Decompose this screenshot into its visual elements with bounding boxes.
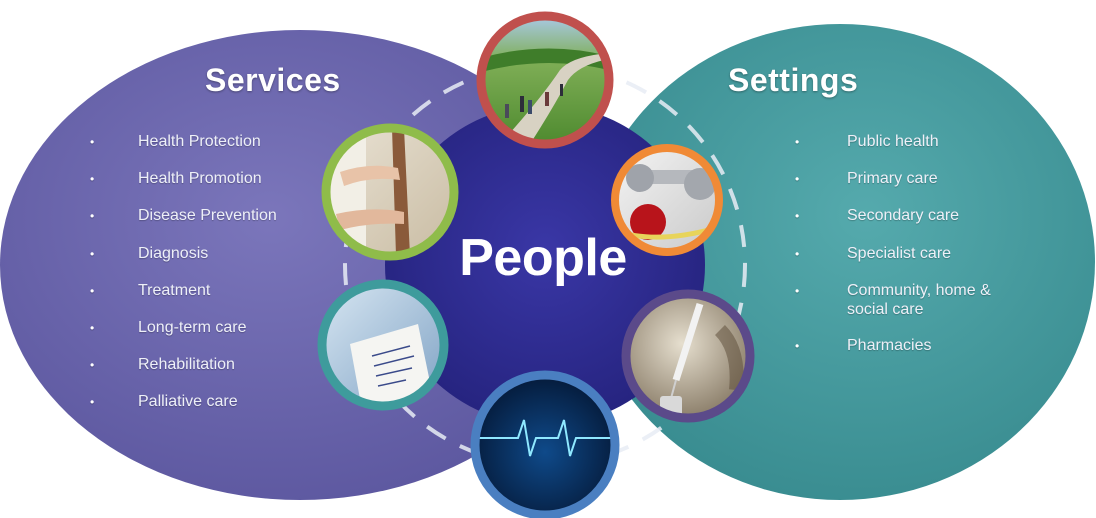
list-item: • Diagnosis <box>90 244 320 281</box>
prescription-note-photo <box>317 279 449 411</box>
list-item: • Treatment <box>90 281 320 318</box>
bullet-icon: • <box>90 209 95 224</box>
park-walkers-photo <box>476 11 614 149</box>
heartbeat-monitor-photo <box>470 370 620 518</box>
services-item-label: Long-term care <box>138 318 247 336</box>
settings-item-label: Specialist care <box>847 244 952 262</box>
list-item: • Secondary care <box>795 206 1045 243</box>
settings-item-label: Public health <box>847 133 939 150</box>
settings-item-label: Secondary care <box>847 207 960 225</box>
list-item: • Rehabilitation <box>90 355 320 392</box>
services-item-label: Rehabilitation <box>138 356 235 374</box>
list-item: • Disease Prevention <box>90 206 320 243</box>
settings-title: Settings <box>728 62 859 98</box>
services-item-label: Disease Prevention <box>138 207 277 225</box>
bullet-icon: • <box>90 358 95 373</box>
services-item-label: Health Promotion <box>138 170 262 188</box>
list-item: • Health Protection <box>90 132 320 169</box>
bullet-icon: • <box>795 209 800 224</box>
bullet-icon: • <box>795 246 800 261</box>
bullet-icon: • <box>795 283 800 298</box>
list-item: • Palliative care <box>90 392 320 429</box>
bullet-icon: • <box>795 338 800 353</box>
syringe-vial-photo <box>621 289 755 423</box>
list-item: • Specialist care <box>795 244 1045 281</box>
list-item: • Long-term care <box>90 318 320 355</box>
services-item-label: Diagnosis <box>138 244 209 262</box>
bullet-icon: • <box>795 172 800 187</box>
bullet-icon: • <box>795 135 800 149</box>
bullet-icon: • <box>90 320 95 335</box>
services-item-label: Treatment <box>138 281 211 299</box>
services-list: • Health Protection • Health Promotion • Di… <box>90 132 320 430</box>
bullet-icon: • <box>90 246 95 261</box>
settings-item-label: Primary care <box>847 170 938 188</box>
list-item: • Public health <box>795 132 1045 169</box>
settings-item-label: Community, home & social care <box>847 281 991 318</box>
services-title: Services <box>205 62 341 98</box>
list-item: • Health Promotion <box>90 169 320 206</box>
services-item-label: Palliative care <box>138 393 238 411</box>
bullet-icon: • <box>90 283 95 298</box>
settings-item-label: Pharmacies <box>847 336 932 354</box>
bullet-icon: • <box>90 172 95 187</box>
settings-list: • Public health • Primary care • Secondary … <box>795 132 1045 373</box>
list-item: • Pharmacies <box>795 336 1045 373</box>
bullet-icon: • <box>90 395 95 410</box>
services-item-label: Health Protection <box>138 133 261 150</box>
list-item: • Primary care <box>795 169 1045 206</box>
dumbbells-apple-photo <box>611 144 723 256</box>
people-title: People <box>459 229 627 287</box>
handrail-hands-photo <box>321 123 459 261</box>
list-item: • Community, home & social care <box>795 281 1027 336</box>
bullet-icon: • <box>90 135 95 149</box>
